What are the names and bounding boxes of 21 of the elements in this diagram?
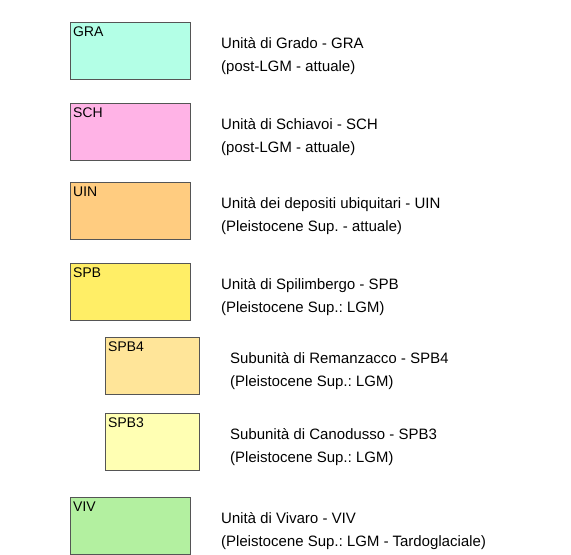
legend-swatch xyxy=(105,337,200,395)
unit-code: SPB4 xyxy=(108,338,144,354)
legend-swatch xyxy=(70,103,191,161)
legend-swatch xyxy=(70,182,191,240)
unit-description: Unità dei depositi ubiquitari - UIN (Pleistocene Sup. - attuale) xyxy=(221,194,440,237)
unit-code: UIN xyxy=(73,183,98,199)
unit-description: Unità di Schiavoi - SCH (post-LGM - attuale) xyxy=(221,115,378,158)
unit-description: Subunità di Canodusso - SPB3 (Pleistocene Sup.: LGM) xyxy=(230,425,437,468)
legend-swatch xyxy=(70,497,191,555)
unit-code: SPB xyxy=(73,264,102,280)
unit-description: Unità di Spilimbergo - SPB (Pleistocene Sup.: LGM) xyxy=(221,275,399,318)
unit-description: Subunità di Remanzacco - SPB4 (Pleistocene Sup.: LGM) xyxy=(230,349,448,392)
unit-description: Unità di Grado - GRA (post-LGM - attuale) xyxy=(221,34,364,77)
unit-code: SCH xyxy=(73,104,103,120)
legend-swatch xyxy=(105,413,200,471)
unit-description: Unità di Vivaro - VIV (Pleistocene Sup.: LGM - Tardoglaciale) xyxy=(221,509,486,552)
legend-swatch xyxy=(70,263,191,321)
unit-code: SPB3 xyxy=(108,414,144,430)
legend-swatch xyxy=(70,22,191,80)
unit-code: GRA xyxy=(73,23,104,39)
unit-code: VIV xyxy=(73,498,96,514)
